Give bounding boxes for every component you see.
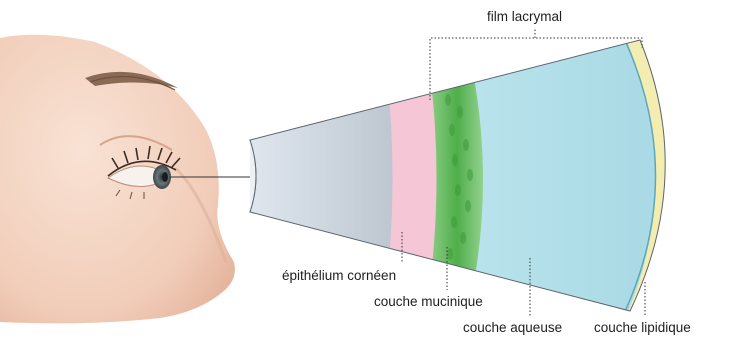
face-illustration [0,35,235,324]
label-film-lacrymal: film lacrymal [487,10,562,24]
label-mucin: couche mucinique [374,295,483,309]
label-lipid: couche lipidique [594,321,691,335]
magnified-cornea-wedge [250,30,700,330]
label-epithelium: épithélium cornéen [282,269,396,283]
label-aqueous: couche aqueuse [463,321,562,335]
